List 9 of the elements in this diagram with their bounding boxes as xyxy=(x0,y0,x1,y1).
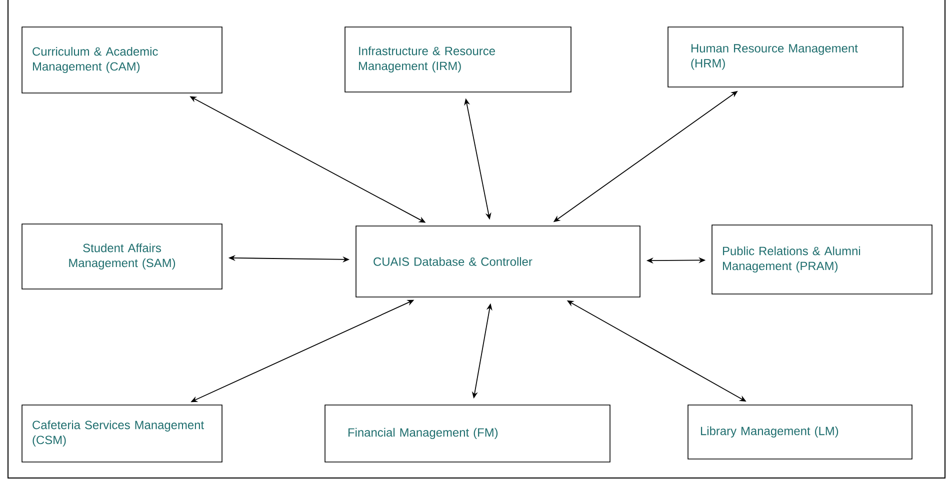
module-box: Financial Management (FM) xyxy=(324,404,610,462)
module-box: Public Relations & Alumni Management (PRAM) xyxy=(712,224,932,294)
module-box: Curriculum & Academic Management (CAM) xyxy=(22,26,222,94)
module-box: Cafeteria Services Management (CSM) xyxy=(22,404,222,462)
module-box: Infrastructure & Resource Management (IRM) xyxy=(344,26,572,92)
module-box: Library Management (LM) xyxy=(688,404,912,460)
module-box: Human Resource Management (HRM) xyxy=(668,26,904,88)
module-box: Student Affairs Management (SAM) xyxy=(22,224,222,290)
module-box: CUAIS Database & Controller xyxy=(356,226,640,298)
